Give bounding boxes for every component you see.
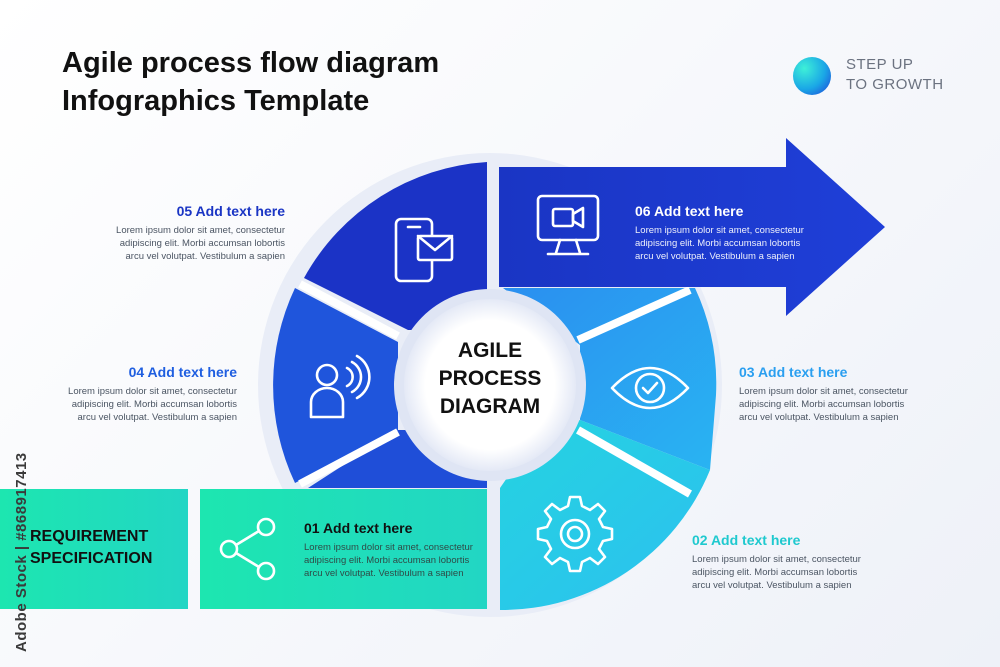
segment-03 xyxy=(503,288,717,470)
page-title: Agile process flow diagram Infographics … xyxy=(62,44,439,120)
center-disc xyxy=(404,299,576,471)
text-block-02: 02 Add text here Lorem ipsum dolor sit a… xyxy=(692,531,861,592)
center-line-2: PROCESS xyxy=(438,367,542,390)
requirement-label: REQUIREMENT SPECIFICATION xyxy=(30,526,152,570)
bar-requirement xyxy=(0,489,188,609)
step-06-heading: 06 Add text here xyxy=(635,203,744,219)
step-05-body: Lorem ipsum dolor sit amet, consectetur … xyxy=(116,224,285,263)
step-04-body-line-1: Lorem ipsum dolor sit amet, consectetur xyxy=(68,386,237,397)
step-03-body-line-3: arcu vel volutpat. Vestibulum a sapien xyxy=(739,412,899,423)
text-block-06: 06 Add text here Lorem ipsum dolor sit a… xyxy=(635,202,804,263)
title-line-1: Agile process flow diagram xyxy=(62,47,440,79)
step-02-body: Lorem ipsum dolor sit amet, consectetur … xyxy=(692,553,861,592)
step-06-body-line-1: Lorem ipsum dolor sit amet, consectetur xyxy=(635,225,804,236)
step-06-body: Lorem ipsum dolor sit amet, consectetur … xyxy=(635,224,804,263)
separator-04-05 xyxy=(298,280,400,340)
step-02-heading: 02 Add text here xyxy=(692,532,801,548)
step-05-body-line-2: adipiscing elit. Morbi accumsan lobortis xyxy=(119,238,285,249)
requirement-line-1: REQUIREMENT xyxy=(30,528,149,545)
step-04-heading: 04 Add text here xyxy=(128,364,237,380)
stock-id-text: Adobe Stock | #868917413 xyxy=(13,452,30,652)
bar-step-01 xyxy=(200,489,487,609)
step-04-body: Lorem ipsum dolor sit amet, consectetur … xyxy=(68,385,237,424)
step-05-heading: 05 Add text here xyxy=(176,203,285,219)
brand-line-2: TO GROWTH xyxy=(846,76,944,93)
share-icon xyxy=(219,517,276,581)
center-label: AGILE PROCESS DIAGRAM xyxy=(410,337,570,421)
voice-user-icon xyxy=(309,354,371,419)
step-03-body: Lorem ipsum dolor sit amet, consectetur … xyxy=(739,385,908,424)
step-01-body-line-3: arcu vel volutpat. Vestibulum a sapien xyxy=(304,568,464,579)
step-01-body-line-2: adipiscing elit. Morbi accumsan lobortis xyxy=(304,555,470,566)
center-line-1: AGILE xyxy=(457,339,523,362)
step-01-heading: 01 Add text here xyxy=(304,520,413,536)
text-block-05: 05 Add text here Lorem ipsum dolor sit a… xyxy=(116,202,285,263)
segment-04 xyxy=(273,288,398,483)
requirement-line-2: SPECIFICATION xyxy=(30,550,153,567)
arrow-06 xyxy=(499,138,885,316)
step-05-body-line-3: arcu vel volutpat. Vestibulum a sapien xyxy=(125,251,285,262)
mobile-mail-icon xyxy=(394,217,454,283)
separator-04-01 xyxy=(298,428,400,488)
stock-id-watermark: Adobe Stock | #868917413 xyxy=(10,432,30,652)
video-monitor-icon xyxy=(536,194,600,256)
step-06-body-line-3: arcu vel volutpat. Vestibulum a sapien xyxy=(635,251,795,262)
step-01-body-line-1: Lorem ipsum dolor sit amet, consectetur xyxy=(304,542,473,553)
center-line-3: DIAGRAM xyxy=(439,395,541,418)
step-03-body-line-1: Lorem ipsum dolor sit amet, consectetur xyxy=(739,386,908,397)
text-block-04: 04 Add text here Lorem ipsum dolor sit a… xyxy=(68,363,237,424)
step-02-body-line-2: adipiscing elit. Morbi accumsan lobortis xyxy=(692,567,858,578)
title-line-2: Infographics Template xyxy=(62,85,370,117)
step-03-heading: 03 Add text here xyxy=(739,364,848,380)
separator-06-03 xyxy=(576,286,692,344)
step-04-body-line-2: adipiscing elit. Morbi accumsan lobortis xyxy=(71,399,237,410)
brand-line-1: STEP UP xyxy=(846,56,914,73)
step-02-body-line-1: Lorem ipsum dolor sit amet, consectetur xyxy=(692,554,861,565)
step-02-body-line-3: arcu vel volutpat. Vestibulum a sapien xyxy=(692,580,852,591)
gear-icon xyxy=(536,495,614,573)
text-block-01: 01 Add text here Lorem ipsum dolor sit a… xyxy=(304,519,473,580)
eye-check-icon xyxy=(610,366,690,410)
step-06-body-line-2: adipiscing elit. Morbi accumsan lobortis xyxy=(635,238,801,249)
text-block-03: 03 Add text here Lorem ipsum dolor sit a… xyxy=(739,363,908,424)
step-01-body: Lorem ipsum dolor sit amet, consectetur … xyxy=(304,541,473,580)
brand-gradient-dot xyxy=(793,57,831,95)
brand-text: STEP UP TO GROWTH xyxy=(846,55,986,95)
step-03-body-line-2: adipiscing elit. Morbi accumsan lobortis xyxy=(739,399,905,410)
separator-03-02 xyxy=(576,426,692,498)
step-05-body-line-1: Lorem ipsum dolor sit amet, consectetur xyxy=(116,225,285,236)
step-04-body-line-3: arcu vel volutpat. Vestibulum a sapien xyxy=(77,412,237,423)
